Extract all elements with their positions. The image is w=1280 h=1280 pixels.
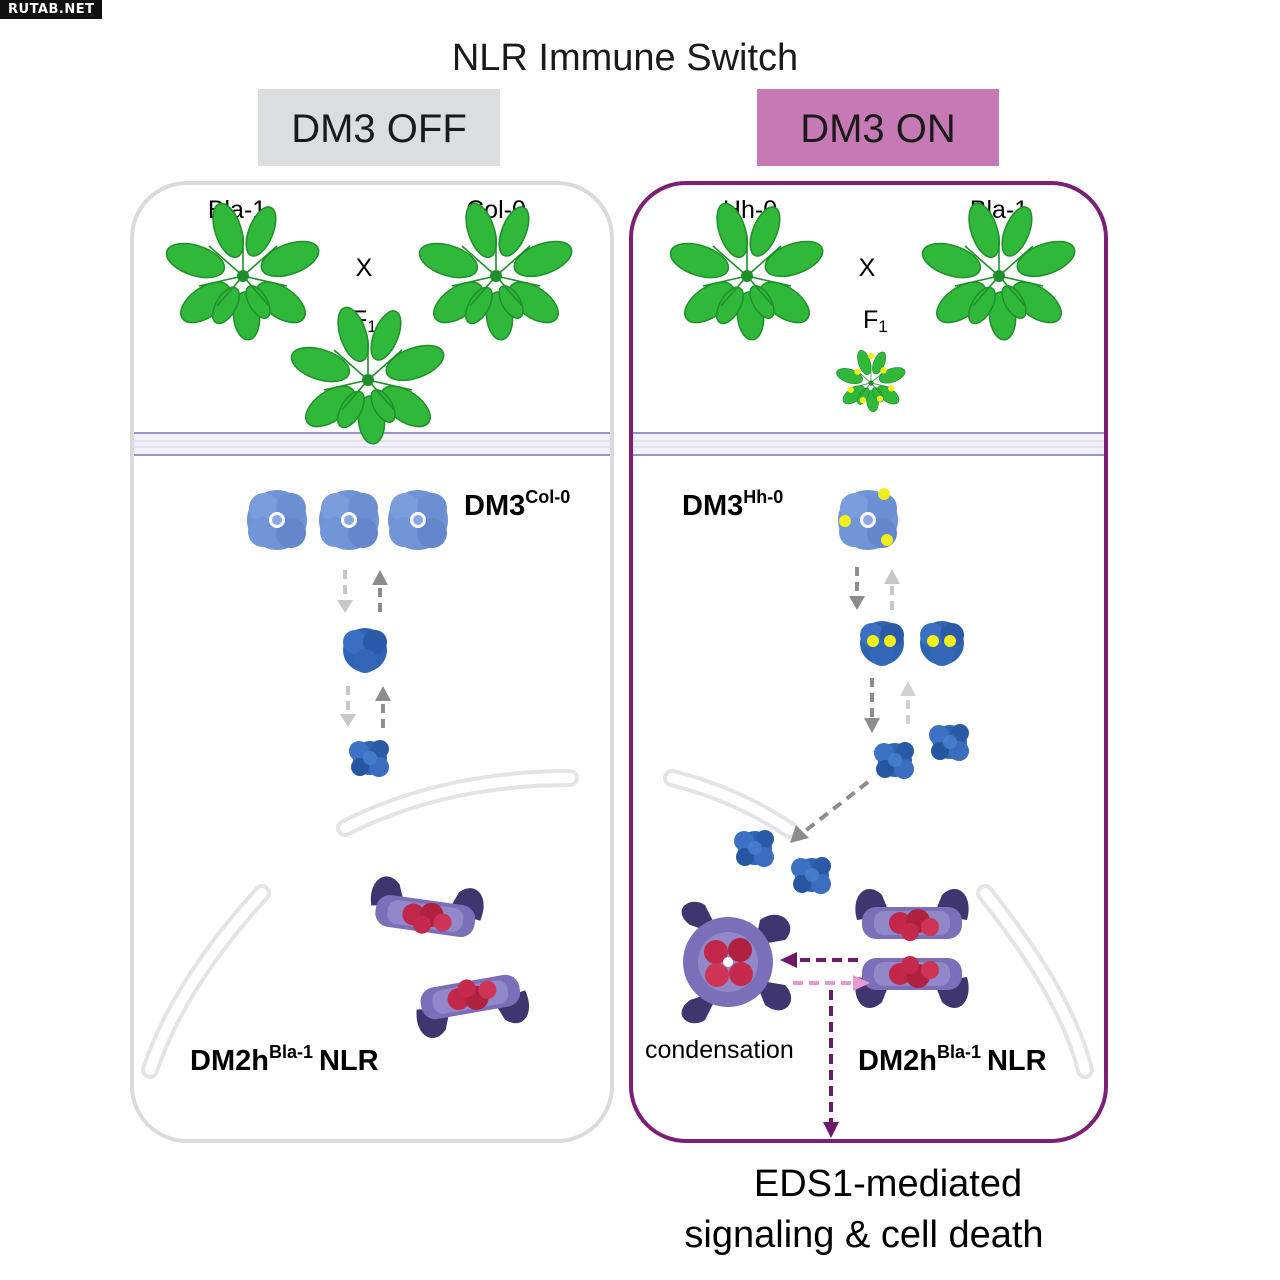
on-migration-arrow — [798, 780, 870, 837]
off-cross-symbol: X — [356, 254, 373, 282]
on-dm3-monomer — [791, 857, 831, 894]
outcome-line-2: signaling & cell death — [684, 1214, 1043, 1256]
on-dissociation-arrows-1 — [855, 567, 894, 610]
off-equilibrium-arrows-1 — [343, 570, 382, 612]
off-equilibrium-arrows-2 — [346, 686, 385, 728]
off-dm3-monomer — [349, 740, 389, 777]
off-dm3-label: DM3Col-0 — [464, 487, 570, 522]
on-dm3-monomer — [929, 724, 969, 761]
condensation-label: condensation — [645, 1036, 794, 1064]
outcome-line-1: EDS1-mediated — [754, 1163, 1022, 1205]
off-header-box — [258, 89, 500, 166]
on-dm3-monomer — [734, 830, 774, 867]
on-nlr-condensate — [681, 901, 792, 1024]
off-header-label: DM3 OFF — [291, 107, 467, 151]
on-dm3-label: DM3Hh-0 — [682, 487, 783, 522]
off-dm3-hexamer — [388, 490, 448, 550]
diagram-title: NLR Immune Switch — [452, 37, 798, 79]
on-dissociation-arrows-2 — [870, 678, 910, 724]
on-f1-label: F1 — [863, 306, 888, 336]
on-cross-symbol: X — [859, 254, 876, 282]
watermark: RUTAB.NET — [0, 0, 103, 19]
on-membrane — [633, 432, 1104, 456]
off-dm3-hexamer — [247, 490, 307, 550]
on-header-label: DM3 ON — [800, 107, 956, 151]
on-f1-dwarf-plant — [834, 348, 908, 413]
on-dm3-monomer — [874, 742, 914, 779]
off-dm3-hexamer — [319, 490, 379, 550]
on-header-box — [757, 89, 999, 166]
